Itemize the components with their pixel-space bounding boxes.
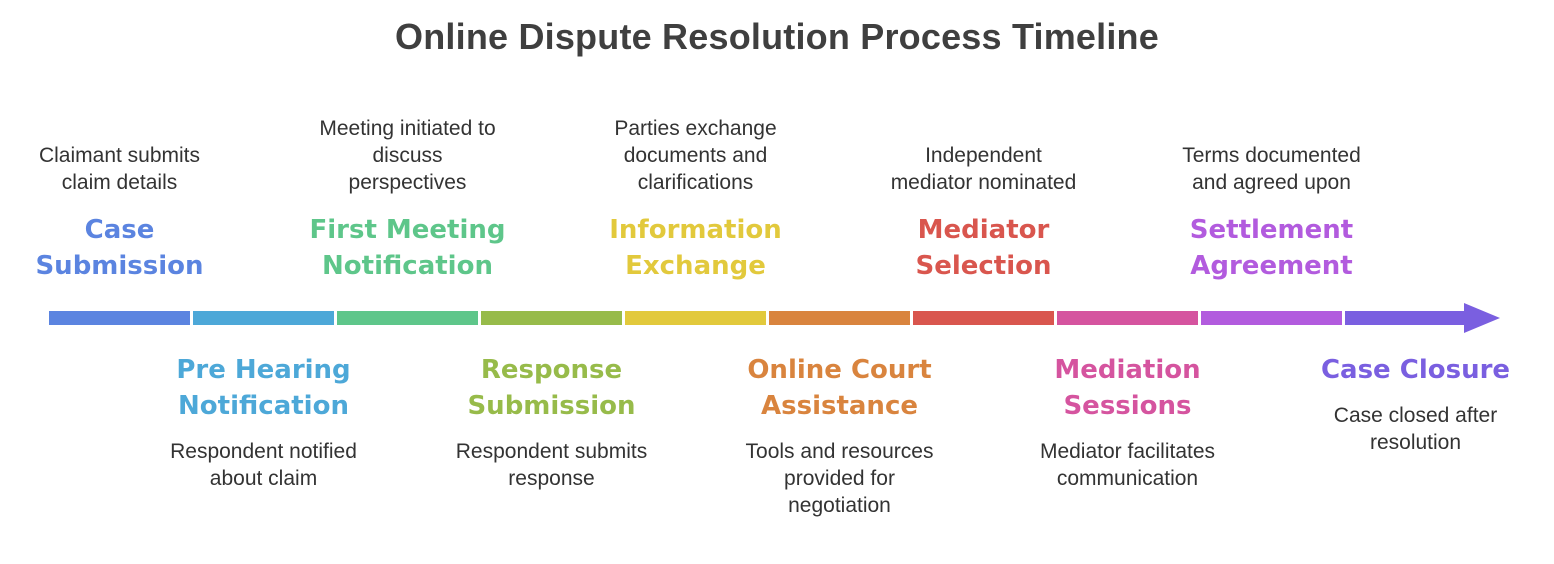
step-label: Case Submission — [35, 215, 204, 281]
step-description: Tools and resources provided for negotia… — [745, 440, 934, 517]
timeline-segment — [337, 311, 478, 325]
step-description: Claimant submits claim details — [38, 144, 201, 194]
step-description: Meeting initiated to discuss perspective… — [319, 117, 496, 194]
diagram-title: Online Dispute Resolution Process Timeli… — [395, 16, 1159, 57]
step-description: Respondent submits response — [455, 440, 648, 490]
timeline-segment — [625, 311, 766, 325]
step-label: Mediation Sessions — [1054, 355, 1201, 421]
timeline-segment — [1345, 311, 1464, 325]
step-label: Online Court Assistance — [747, 355, 932, 421]
step-label: Pre Hearing Notification — [176, 355, 351, 421]
timeline-segment — [913, 311, 1054, 325]
step-label: Settlement Agreement — [1189, 215, 1354, 281]
timeline-segment — [1057, 311, 1198, 325]
timeline-step: Meeting initiated to discuss perspective… — [293, 84, 523, 284]
step-description: Mediator facilitates communication — [1039, 440, 1216, 490]
timeline-segment — [1201, 311, 1342, 325]
step-description: Case closed after resolution — [1333, 404, 1498, 454]
step-description: Terms documented and agreed upon — [1182, 144, 1361, 194]
timeline-segment — [769, 311, 910, 325]
step-label: Case Closure — [1320, 355, 1511, 385]
step-description: Parties exchange documents and clarifica… — [614, 117, 777, 194]
timeline-step: Parties exchange documents and clarifica… — [581, 84, 811, 284]
timeline-segment — [193, 311, 334, 325]
step-label: Information Exchange — [609, 215, 782, 281]
timeline-segment — [481, 311, 622, 325]
step-label: Response Submission — [467, 355, 636, 421]
step-description: Respondent notified about claim — [170, 440, 357, 490]
step-label: First Meeting Notification — [309, 215, 506, 281]
step-label: Mediator Selection — [915, 215, 1052, 281]
timeline-segment — [49, 311, 190, 325]
arrow-head — [1464, 303, 1500, 333]
step-description: Independent mediator nominated — [890, 144, 1077, 194]
